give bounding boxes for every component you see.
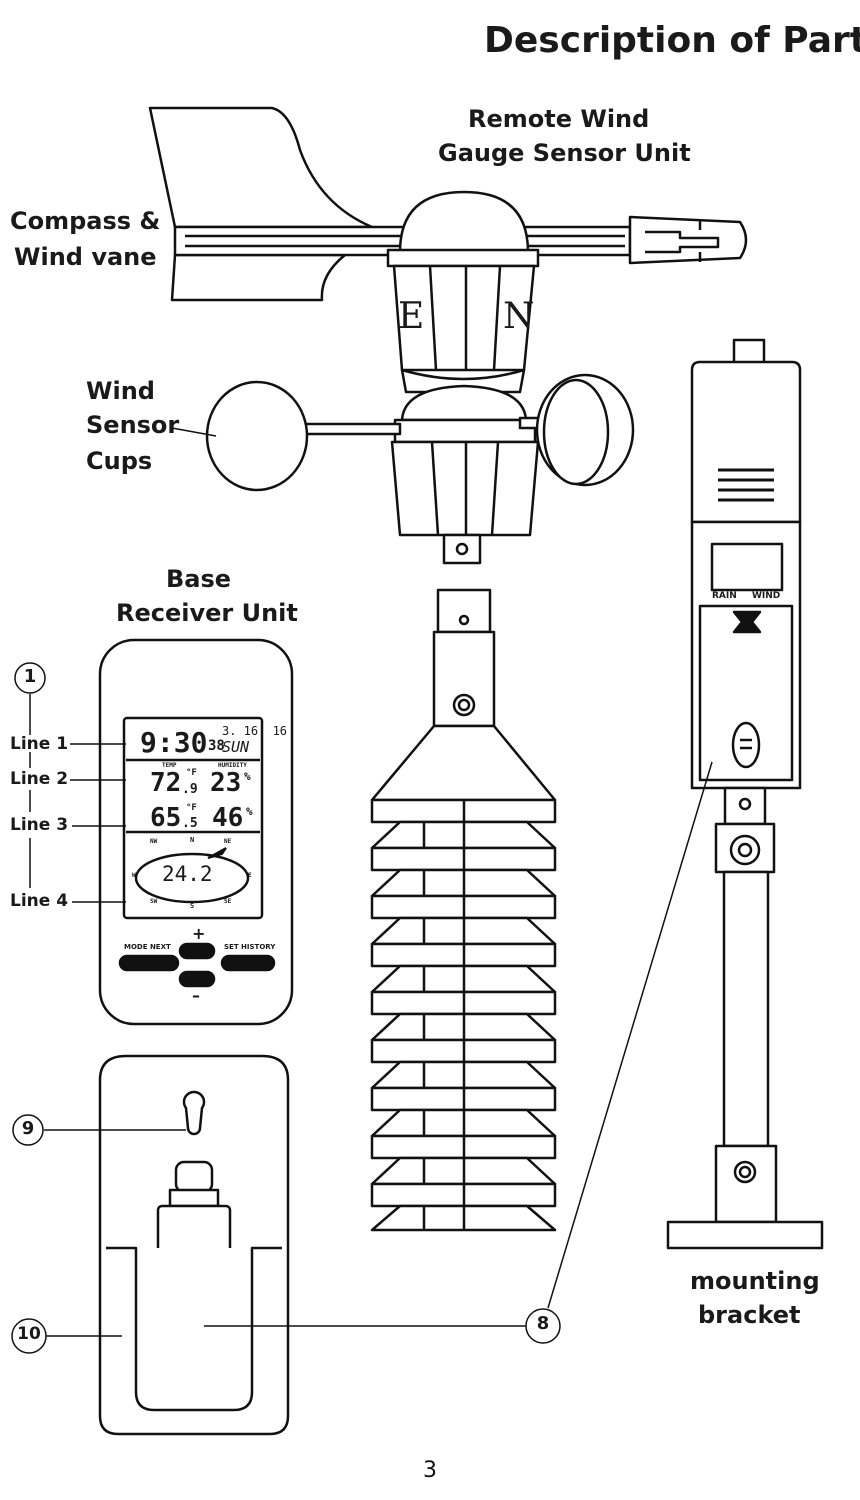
line-1-label: Line 1: [10, 734, 69, 754]
lcd-time: 9:30: [140, 726, 208, 759]
compass-body: [392, 264, 536, 394]
mounting-label-1: mounting: [690, 1267, 820, 1295]
callout-10: 10: [17, 1324, 41, 1344]
line-3-label: Line 3: [10, 815, 69, 835]
transmitter: [690, 338, 802, 790]
remote-unit-label-1: Remote Wind: [468, 105, 650, 133]
page-title: Description of Parts: [484, 20, 860, 61]
wind-vane: [148, 106, 748, 302]
set-history-label: SET HISTORY: [224, 943, 276, 951]
callout-9: 9: [21, 1118, 35, 1139]
remote-unit-label-2: Gauge Sensor Unit: [438, 139, 691, 167]
cup-hub: [205, 373, 635, 565]
lcd-seconds: 38: [208, 738, 225, 754]
compass-label-1: Compass &: [10, 207, 161, 235]
lcd-dir-w: W: [132, 872, 136, 879]
lcd-dir-se: SE: [224, 898, 232, 905]
lcd-in-hum: 23: [210, 768, 242, 798]
lcd-in-temp-unit: °F: [186, 768, 197, 778]
mounting-label-2: bracket: [698, 1301, 801, 1329]
lcd-dir-n: N: [190, 836, 195, 844]
lcd-out-temp-dec: .5: [182, 816, 198, 831]
lcd-in-hum-unit: %: [244, 770, 251, 783]
minus-label: –: [192, 986, 200, 1005]
base-receiver: [98, 638, 294, 1026]
lcd-out-temp-unit: °F: [186, 803, 197, 813]
callout-8: 8: [536, 1313, 550, 1334]
lcd-dir-s: S: [190, 902, 195, 910]
lcd-dir-ne: NE: [224, 838, 232, 845]
radiation-shield: [370, 588, 557, 1232]
lcd-out-hum-unit: %: [246, 805, 253, 818]
compass-e-mark: E: [398, 296, 425, 337]
cups-label-1: Wind: [86, 377, 155, 405]
callout-1: 1: [23, 666, 37, 687]
lcd-in-temp-dec: .9: [182, 782, 198, 797]
plus-label: +: [192, 924, 206, 943]
mode-next-label: MODE NEXT: [124, 943, 171, 951]
line-2-label: Line 2: [10, 769, 69, 789]
lcd-out-temp: 65: [150, 803, 182, 833]
lcd-in-temp: 72: [150, 768, 182, 798]
rain-label: RAIN: [712, 591, 737, 601]
lcd-in-temp-tag: TEMP: [162, 762, 177, 769]
lcd-dir-sw: SW: [150, 898, 158, 905]
lcd-in-hum-tag: HUMIDITY: [218, 762, 247, 769]
lcd-wind-speed: 24.2: [162, 862, 213, 886]
lcd-out-hum: 46: [212, 803, 244, 833]
base-label-2: Receiver Unit: [116, 599, 298, 627]
mounting-pole: [666, 786, 824, 1250]
lcd-day: SUN: [222, 738, 250, 756]
line-4-label: Line 4: [10, 891, 69, 911]
sensor-dome: [386, 190, 540, 268]
lcd-dir-nw: NW: [150, 838, 158, 845]
cups-label-2: Sensor: [86, 411, 180, 439]
compass-label-2: Wind vane: [14, 243, 157, 271]
page-number: 3: [423, 1458, 437, 1483]
base-label-1: Base: [166, 565, 232, 593]
back-stand: [98, 1054, 290, 1436]
wind-label: WIND: [752, 591, 781, 601]
lcd-dir-e: E: [248, 872, 252, 879]
lcd-date: 3. 16. 16: [222, 724, 288, 738]
cups-label-3: Cups: [86, 447, 153, 475]
compass-n-mark: N: [503, 296, 535, 337]
